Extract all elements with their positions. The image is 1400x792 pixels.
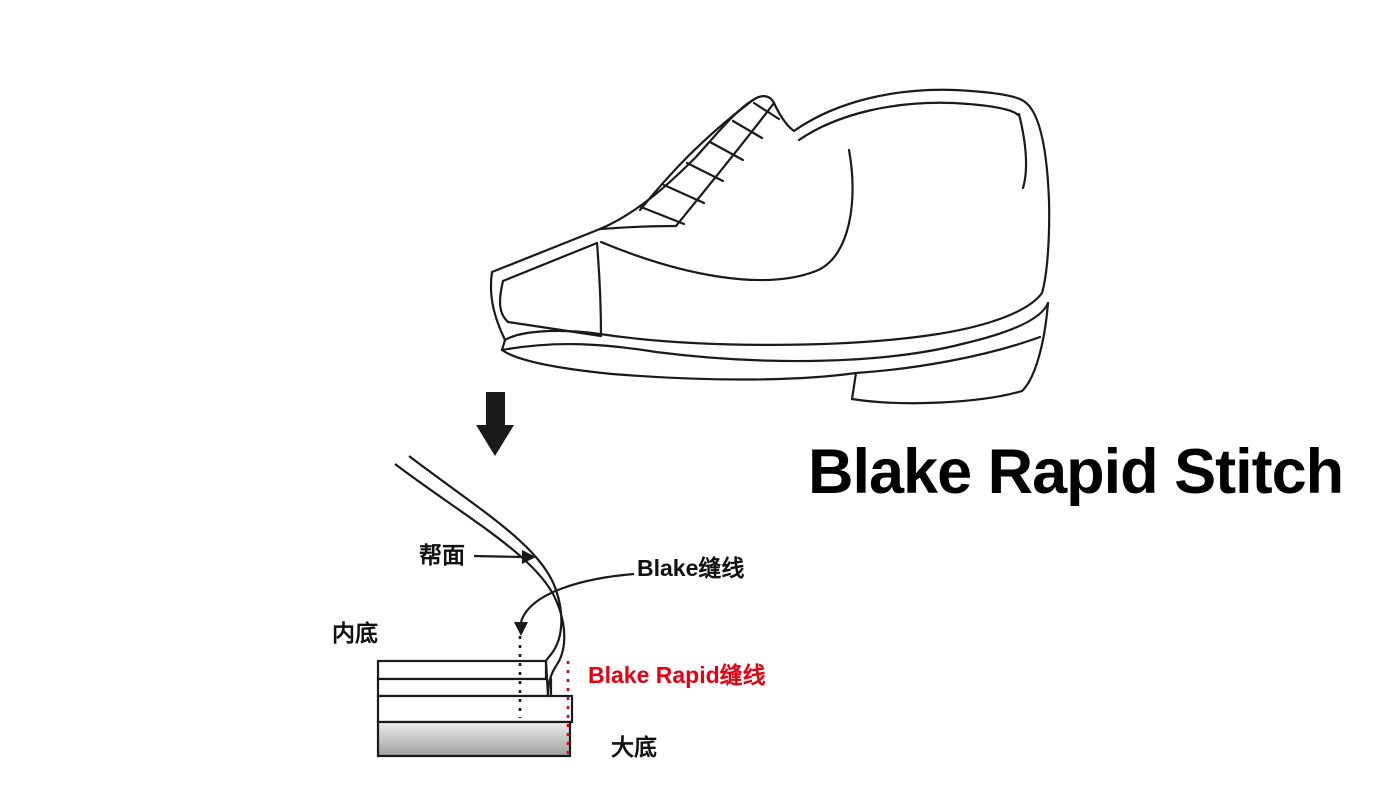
label-insole: 内底 — [332, 620, 378, 646]
upper-arrow-head — [522, 550, 536, 564]
upper-curve — [394, 455, 566, 698]
shoe-heel-breast — [850, 371, 858, 401]
shoe-sole-bottom — [500, 348, 858, 381]
upper-label-arrow — [473, 550, 536, 564]
down-arrow-head — [476, 425, 514, 456]
shoe-laces — [639, 101, 781, 226]
lace-1 — [639, 205, 686, 226]
blake-stitch-leader — [514, 572, 635, 636]
blake-leader-curve — [519, 572, 635, 623]
cutaway-inner-top — [501, 241, 599, 283]
cross-section-diagram — [376, 455, 635, 758]
upper-arrow-line — [473, 554, 524, 559]
lining-layer — [376, 677, 553, 698]
down-arrow-shaft — [486, 392, 505, 426]
shoe-welt-line — [500, 301, 1050, 363]
lace-3 — [685, 161, 725, 183]
page-title: Blake Rapid Stitch — [808, 437, 1344, 507]
label-outsole: 大底 — [611, 734, 657, 760]
midsole-layer — [376, 694, 574, 724]
label-blake-rapid-stitch: Blake Rapid缝线 — [588, 662, 766, 688]
shoe-lace-facing-right — [674, 101, 776, 228]
shoe-heel-back — [1020, 301, 1050, 393]
lace-5 — [731, 119, 764, 140]
shoe-lace-facing-left — [638, 98, 755, 212]
cutaway-inner-left — [498, 279, 510, 324]
cutaway-inner-right — [595, 241, 603, 338]
lace-4 — [708, 140, 745, 162]
blake-leader-arrow-head — [514, 622, 528, 636]
shoe-vamp-edge — [598, 224, 678, 231]
down-arrow — [476, 392, 514, 456]
shoe-illustration — [489, 88, 1051, 405]
shoe-body-outline — [489, 88, 1051, 346]
label-upper: 帮面 — [419, 542, 465, 568]
shoe-welt-front-join — [500, 338, 507, 352]
shoe-collar-inner-line — [797, 101, 1020, 142]
cutaway-insole-edge — [506, 320, 603, 338]
shoe-quarter-seam — [599, 148, 854, 282]
lace-6 — [752, 101, 781, 121]
outsole-layer — [376, 720, 572, 758]
shoe-front-cutaway — [498, 241, 603, 338]
shoe-heel-inner-curve — [1017, 112, 1028, 190]
shoe-heel-top-line — [854, 335, 1042, 375]
lace-2 — [662, 183, 706, 205]
shoe-heel-bottom — [850, 389, 1024, 405]
label-blake-stitch: Blake缝线 — [637, 555, 745, 581]
